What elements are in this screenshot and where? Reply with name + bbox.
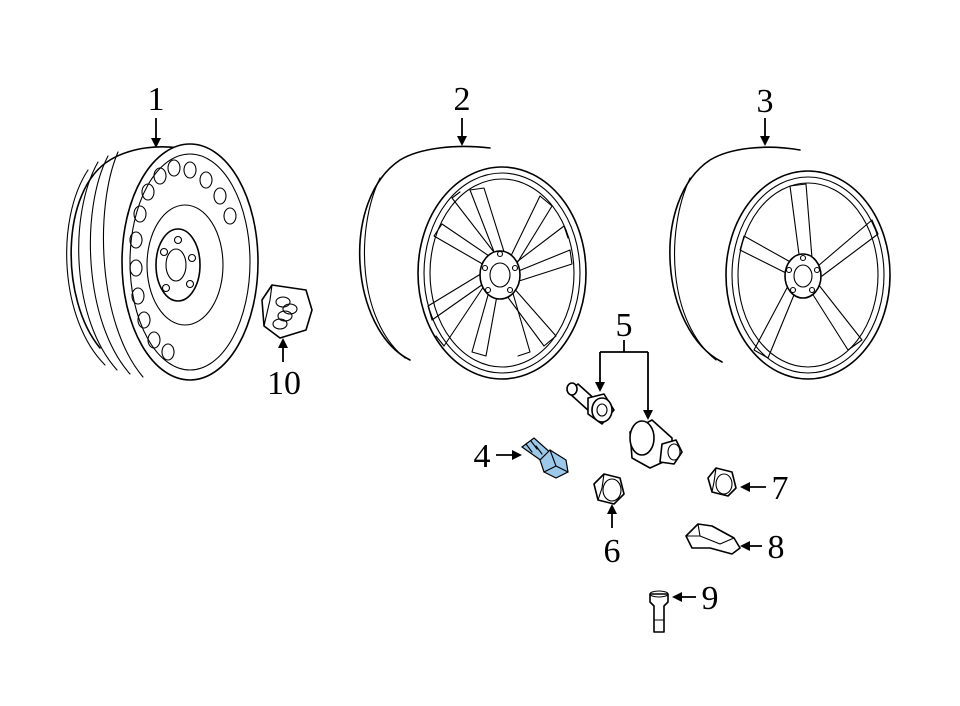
callout-8: 8 — [768, 529, 785, 566]
lock-bolt-set-icon[interactable] — [566, 382, 683, 469]
callout-10: 10 — [267, 365, 301, 402]
removal-tool-icon[interactable] — [685, 523, 741, 555]
wheel-bolt-icon[interactable] — [520, 437, 569, 479]
leader-arrows — [151, 118, 770, 602]
wheel-vent-holes — [129, 159, 237, 361]
five-spoke-alloy-wheel-icon[interactable] — [669, 146, 891, 380]
steel-wheel-icon[interactable] — [66, 143, 259, 381]
valve-stem-icon[interactable] — [649, 590, 669, 633]
callout-5: 5 — [616, 307, 633, 344]
callout-4: 4 — [474, 438, 491, 475]
wheel-spokes — [739, 183, 879, 359]
four-rings-emblem — [272, 296, 298, 330]
callout-2: 2 — [454, 81, 471, 118]
lock-bolt-icon — [566, 382, 615, 425]
lug-nut-cap-icon[interactable] — [707, 467, 737, 497]
callout-labels: 1 2 3 10 4 5 6 7 8 9 — [148, 81, 789, 617]
multi-spoke-alloy-wheel-icon[interactable] — [358, 145, 587, 380]
callout-6: 6 — [604, 533, 621, 570]
callout-1: 1 — [148, 81, 165, 118]
center-cap-icon[interactable] — [261, 284, 313, 339]
bolt-cap-icon[interactable] — [593, 473, 625, 505]
lock-key-adapter-icon — [629, 419, 683, 469]
wheel-spokes — [427, 187, 573, 357]
callout-3: 3 — [757, 83, 774, 120]
callout-9: 9 — [702, 580, 719, 617]
callout-7: 7 — [772, 470, 789, 507]
